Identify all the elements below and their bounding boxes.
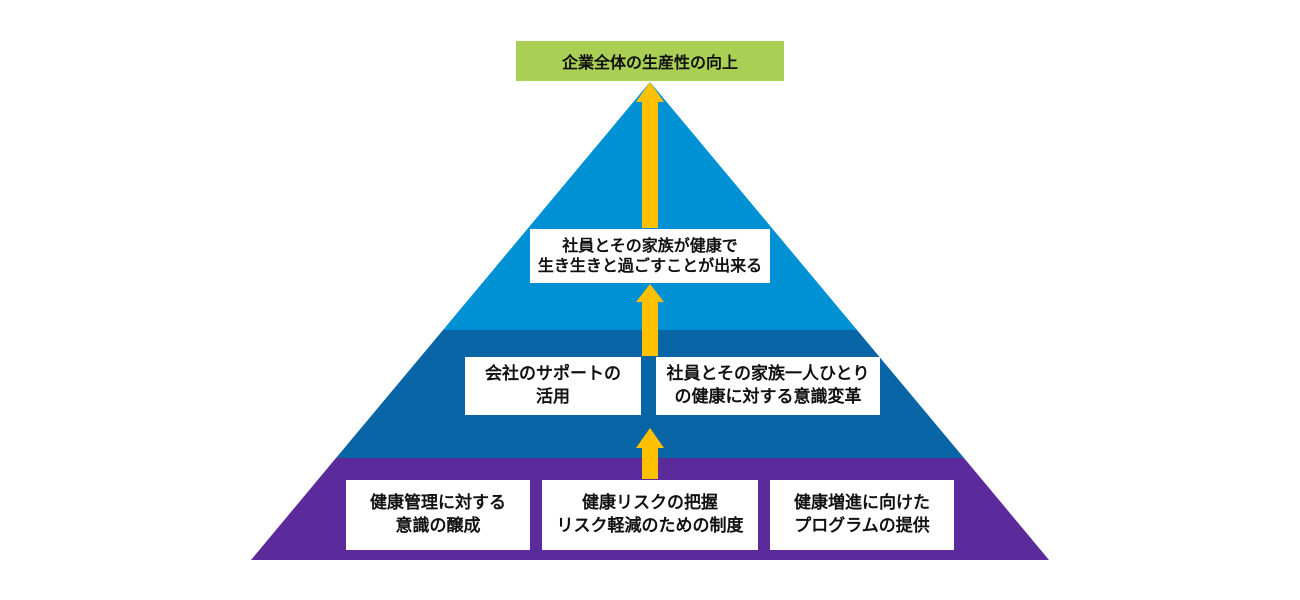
middle-left-box: 会社のサポートの 活用 bbox=[465, 357, 641, 415]
bottom-right-line1: 健康増進に向けた bbox=[794, 493, 930, 513]
middle-right-box: 社員とその家族一人ひとり の健康に対する意識変革 bbox=[656, 357, 880, 415]
bottom-left-box: 健康管理に対する 意識の醸成 bbox=[346, 480, 530, 550]
goal-label: 企業全体の生産性の向上 bbox=[561, 53, 738, 72]
top-outcome-line1: 社員とその家族が健康で bbox=[562, 236, 738, 255]
bottom-center-line1: 健康リスクの把握 bbox=[582, 493, 718, 513]
middle-right-line1: 社員とその家族一人ひとり bbox=[666, 364, 870, 384]
goal-box: 企業全体の生産性の向上 bbox=[516, 41, 784, 81]
middle-right-line2: の健康に対する意識変革 bbox=[674, 387, 862, 407]
arrow-up-icon bbox=[636, 82, 664, 228]
bottom-right-line2: プログラムの提供 bbox=[794, 516, 930, 536]
arrow-up-icon bbox=[636, 284, 664, 356]
bottom-right-box: 健康増進に向けた プログラムの提供 bbox=[770, 480, 954, 550]
top-outcome-line2: 生き生きと過ごすことが出来る bbox=[537, 256, 763, 275]
middle-left-line1: 会社のサポートの bbox=[485, 364, 621, 384]
bottom-left-line1: 健康管理に対する bbox=[370, 493, 506, 513]
middle-left-line2: 活用 bbox=[536, 387, 570, 407]
top-outcome-box: 社員とその家族が健康で 生き生きと過ごすことが出来る bbox=[530, 229, 770, 283]
bottom-center-line2: リスク軽減のための制度 bbox=[556, 516, 744, 536]
arrow-up-icon bbox=[636, 428, 664, 479]
bottom-center-box: 健康リスクの把握 リスク軽減のための制度 bbox=[542, 480, 758, 550]
bottom-left-line2: 意識の醸成 bbox=[395, 516, 481, 536]
